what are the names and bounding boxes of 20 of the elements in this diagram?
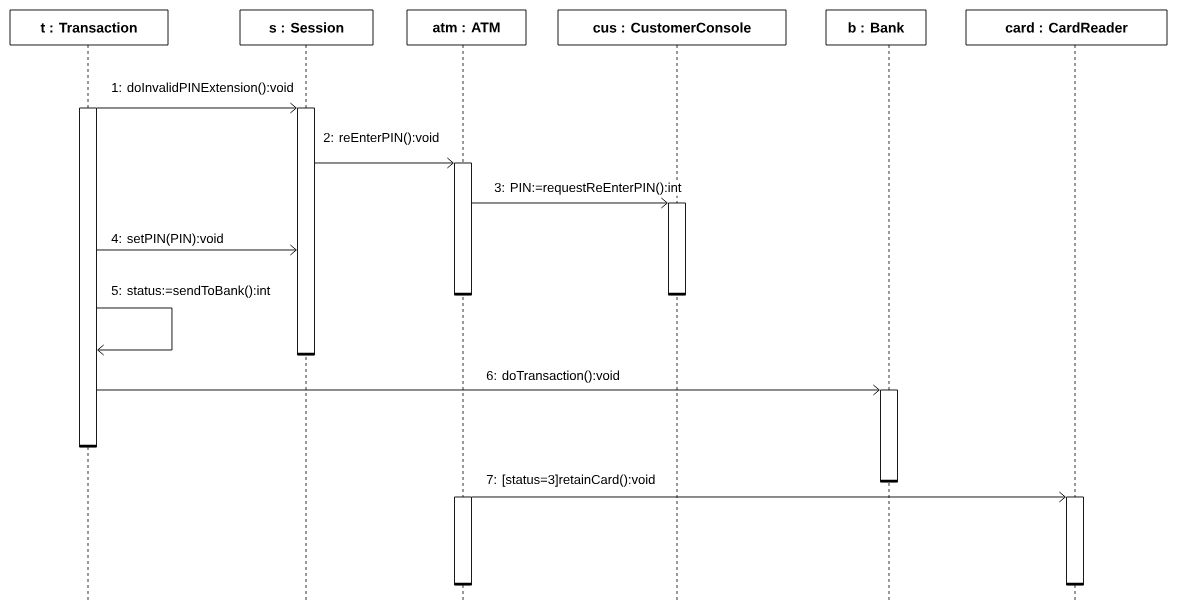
object-box: card : CardReader bbox=[965, 9, 1168, 46]
message-arrow bbox=[314, 157, 454, 169]
activation-bar bbox=[79, 107, 97, 448]
message-arrow bbox=[96, 244, 297, 256]
message-arrow bbox=[471, 197, 668, 209]
activation-bar bbox=[880, 389, 898, 483]
object-box: s : Session bbox=[239, 9, 374, 46]
object-box: atm : ATM bbox=[406, 9, 527, 46]
activation-bar bbox=[454, 496, 472, 586]
message-arrow bbox=[471, 491, 1066, 503]
message-arrow bbox=[96, 307, 173, 356]
object-box: b : Bank bbox=[825, 9, 927, 46]
object-box: t : Transaction bbox=[9, 9, 169, 46]
activation-bar bbox=[668, 202, 686, 296]
activation-bar bbox=[454, 162, 472, 296]
message-arrow bbox=[96, 384, 880, 396]
object-box: cus : CustomerConsole bbox=[557, 9, 787, 46]
message-arrow bbox=[96, 102, 297, 114]
activation-bar bbox=[1066, 496, 1084, 586]
activation-bar bbox=[297, 107, 315, 356]
